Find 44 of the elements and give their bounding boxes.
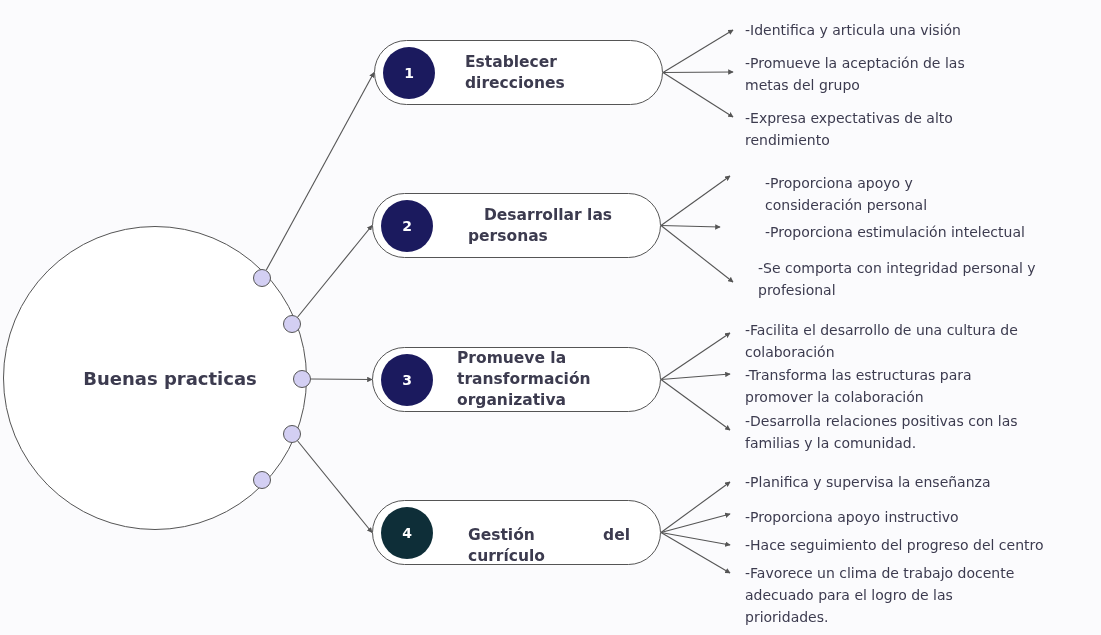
arrow: [662, 71, 734, 118]
arrow: [660, 531, 731, 547]
arrow: [660, 531, 731, 574]
box-title: Establecer direcciones: [465, 52, 566, 94]
list-item-text: -Desarrolla relaciones positivas con las familias y la comunidad.: [745, 410, 1030, 454]
connector-dot: [283, 425, 301, 443]
list-item-text: -Planifica y supervisa la enseñanza: [745, 471, 1085, 493]
box-title: Desarrollar las personas: [468, 205, 614, 247]
arrow: [310, 376, 373, 383]
arrow: [297, 440, 373, 534]
arrow: [660, 371, 731, 381]
connector-dot: [283, 315, 301, 333]
arrow: [660, 175, 731, 227]
arrow: [297, 224, 373, 318]
connector-dot: [253, 269, 271, 287]
arrow: [662, 29, 734, 74]
step-number-circle: 1: [383, 47, 435, 99]
arrow: [660, 378, 731, 431]
list-item-text: -Identifica y articula una visión: [745, 19, 1085, 41]
step-number-circle: 4: [381, 507, 433, 559]
connector-dot: [293, 370, 311, 388]
list-item-text: -Proporciona apoyo y consideración personal: [765, 172, 995, 216]
list-item-text: -Expresa expectativas de alto rendimiento: [745, 107, 995, 151]
arrow: [660, 481, 731, 534]
box-title: Promueve la transformación organizativa: [457, 348, 592, 411]
arrow: [660, 512, 731, 534]
arrow: [662, 69, 734, 75]
list-item-text: -Facilita el desarrollo de una cultura de colaboración: [745, 319, 1090, 363]
list-item-text: -Proporciona estimulación intelectual: [765, 221, 1095, 243]
box-title: Gestión del currículo: [468, 525, 630, 567]
list-item-text: -Favorece un clima de trabajo docente adecuado para el logro de las prioridades.: [745, 562, 1030, 628]
list-item-text: -Se comporta con integridad personal y profesional: [758, 257, 1093, 301]
list-item-text: -Hace seguimiento del progreso del centro: [745, 534, 1095, 556]
arrow: [660, 224, 734, 283]
circle-title: Buenas practicas: [82, 367, 257, 389]
list-item-text: -Transforma las estructuras para promover la colaboración: [745, 364, 1030, 408]
arrow: [660, 224, 721, 230]
step-number-circle: 3: [381, 354, 433, 406]
arrow: [265, 71, 375, 271]
list-item-text: -Proporciona apoyo instructivo: [745, 506, 1085, 528]
list-item-text: -Promueve la aceptación de las metas del grupo: [745, 52, 995, 96]
arrow: [660, 332, 731, 381]
connector-dot: [253, 471, 271, 489]
step-number-circle: 2: [381, 200, 433, 252]
